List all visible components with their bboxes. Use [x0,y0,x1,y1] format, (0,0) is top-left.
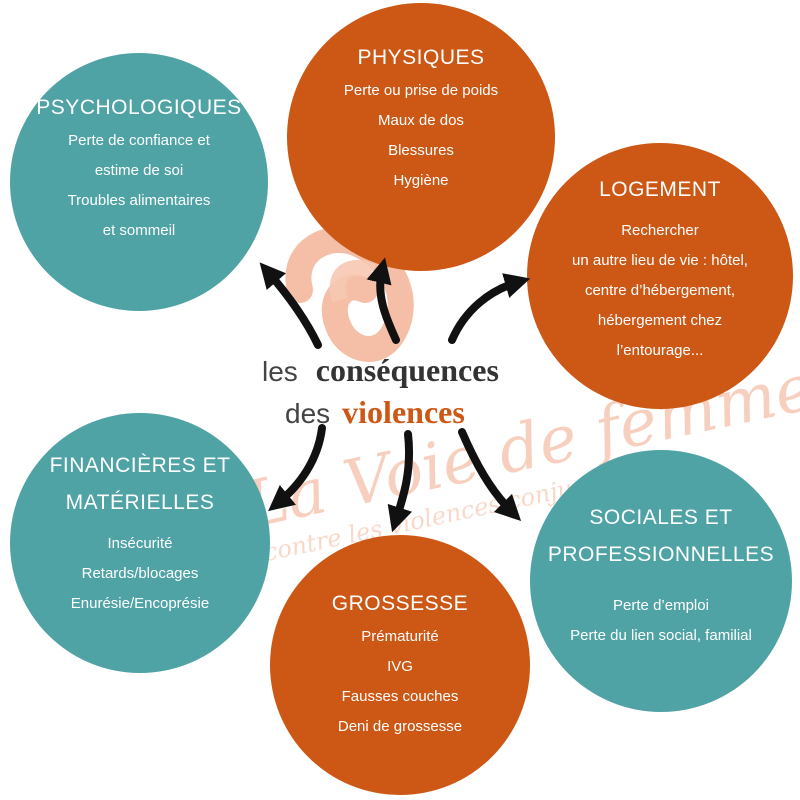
circle-item: Prématurité [361,627,439,645]
arrow-to-grossesse [387,430,414,533]
circle-title: GROSSESSE [331,591,469,615]
center-title-line2: des violences [285,394,465,431]
circle-item: Perte de confiance et [68,131,210,149]
circle-psychologiques: PSYCHOLOGIQUES Perte de confiance et est… [10,53,268,311]
circle-sociales: SOCIALES ET PROFESSIONNELLES Perte d’emp… [530,450,792,712]
circle-item: Fausses couches [341,687,459,705]
circle-item: Troubles alimentaires [67,191,211,209]
circle-item: IVG [387,657,413,675]
circle-item: Perte du lien social, familial [570,627,752,644]
circle-item: centre d’hébergement, [584,281,736,299]
circle-title-line: MATÉRIELLES [65,491,215,514]
circle-item: et sommeil [102,221,176,239]
arrow-to-psychologiques [259,262,322,349]
circle-financieres: FINANCIÈRES ET MATÉRIELLES Insécurité Re… [10,413,270,673]
arrow-to-logement [448,273,531,344]
circle-item: hébergement chez [597,311,723,329]
circle-item: Retards/blocages [81,565,199,582]
center-bold-word: conséquences [315,352,499,388]
center-light-word: les [262,356,298,387]
circle-title-line: SOCIALES ET [589,506,733,529]
circle-title-line: PROFESSIONNELLES [547,543,775,566]
center-title-line1: les conséquences [262,352,499,389]
circle-title: PSYCHOLOGIQUES [36,95,242,119]
circle-logement: LOGEMENT Rechercher un autre lieu de vie… [527,143,793,409]
circle-item: Deni de grossesse [337,717,463,735]
circle-title: LOGEMENT [599,177,721,201]
circle-item: Maux de dos [378,111,464,129]
arrow-to-financieres [268,424,326,512]
circle-item: un autre lieu de vie : hôtel, [572,251,748,269]
circle-item: l’entourage... [616,341,704,359]
center-bold-word: violences [342,394,465,430]
circle-item: Perte d’emploi [613,597,709,614]
circle-physiques: PHYSIQUES Perte ou prise de poids Maux d… [287,3,555,271]
circle-item: Rechercher [621,221,699,239]
circle-title-line: FINANCIÈRES ET [49,454,231,477]
arrow-to-physiques [366,257,400,344]
center-light-word: des [285,398,331,429]
circle-item: Perte ou prise de poids [343,81,499,99]
circle-item: Hygiène [393,171,449,189]
circle-item: Insécurité [107,535,173,552]
circle-grossesse: GROSSESSE Prématurité IVG Fausses couche… [270,535,530,795]
circle-item: estime de soi [94,161,184,179]
circle-item: Blessures [388,141,454,159]
arrow-to-sociales [458,428,522,522]
circle-item: Enurésie/Encoprésie [70,595,210,612]
circle-title: PHYSIQUES [357,45,485,69]
